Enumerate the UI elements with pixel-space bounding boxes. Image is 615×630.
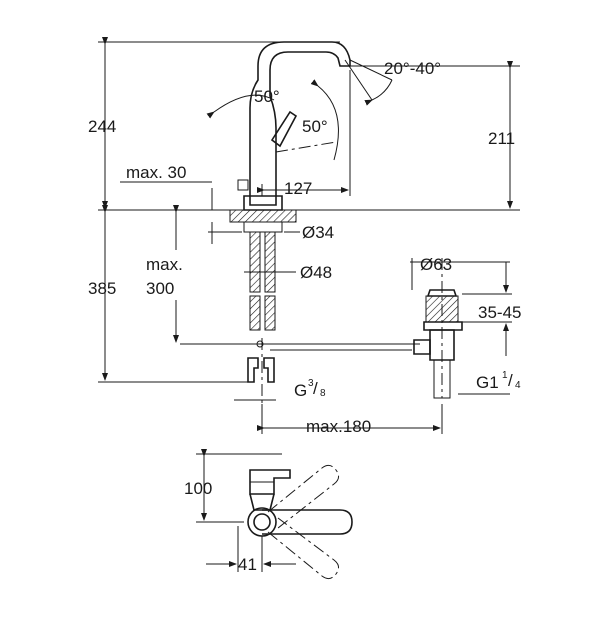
handle-lever bbox=[270, 110, 298, 148]
dim-diameter-63: Ø63 bbox=[420, 255, 452, 274]
dim-angle-50-right: 50° bbox=[302, 117, 328, 136]
dim-thread-g1-num: 1 bbox=[502, 370, 508, 381]
plan-handle-lever bbox=[262, 509, 353, 535]
dim-thread-g1-den: 4 bbox=[515, 380, 521, 391]
dim-diameter-48: Ø48 bbox=[300, 263, 332, 282]
dim-127: 127 bbox=[284, 179, 312, 198]
dim-41: 41 bbox=[238, 555, 257, 574]
plan-view: 100 41 bbox=[184, 449, 353, 580]
dim-385: 385 bbox=[88, 279, 116, 298]
below-deck-view: Ø34 Ø48 max. 300 385 G 3 / 8 bbox=[88, 205, 521, 436]
dim-max-180: max.180 bbox=[306, 417, 371, 436]
dim-max-30: max. 30 bbox=[126, 163, 186, 182]
svg-text:/: / bbox=[508, 371, 513, 390]
spout-body bbox=[249, 41, 351, 206]
dim-diameter-34: Ø34 bbox=[302, 223, 334, 242]
elevation-view: 244 211 20°-40° 50° 50° 127 max. 30 bbox=[88, 37, 520, 211]
dim-thread-g-num: 3 bbox=[308, 378, 314, 389]
dim-max-line1: max. bbox=[146, 255, 183, 274]
dim-thread-g-den: 8 bbox=[320, 388, 326, 399]
plan-handle-base bbox=[247, 507, 277, 537]
dim-thread-g: G bbox=[294, 381, 307, 400]
dim-spout-angle: 20°-40° bbox=[384, 59, 441, 78]
dim-thread-g1: G1 bbox=[476, 373, 499, 392]
dim-waste-range: 35-45 bbox=[478, 303, 521, 322]
dim-max-line2: 300 bbox=[146, 279, 174, 298]
svg-text:/: / bbox=[313, 379, 318, 398]
dim-211: 211 bbox=[488, 129, 515, 148]
dim-100: 100 bbox=[184, 479, 212, 498]
dim-angle-50-left: 50° bbox=[254, 87, 280, 106]
dim-244: 244 bbox=[88, 117, 116, 136]
